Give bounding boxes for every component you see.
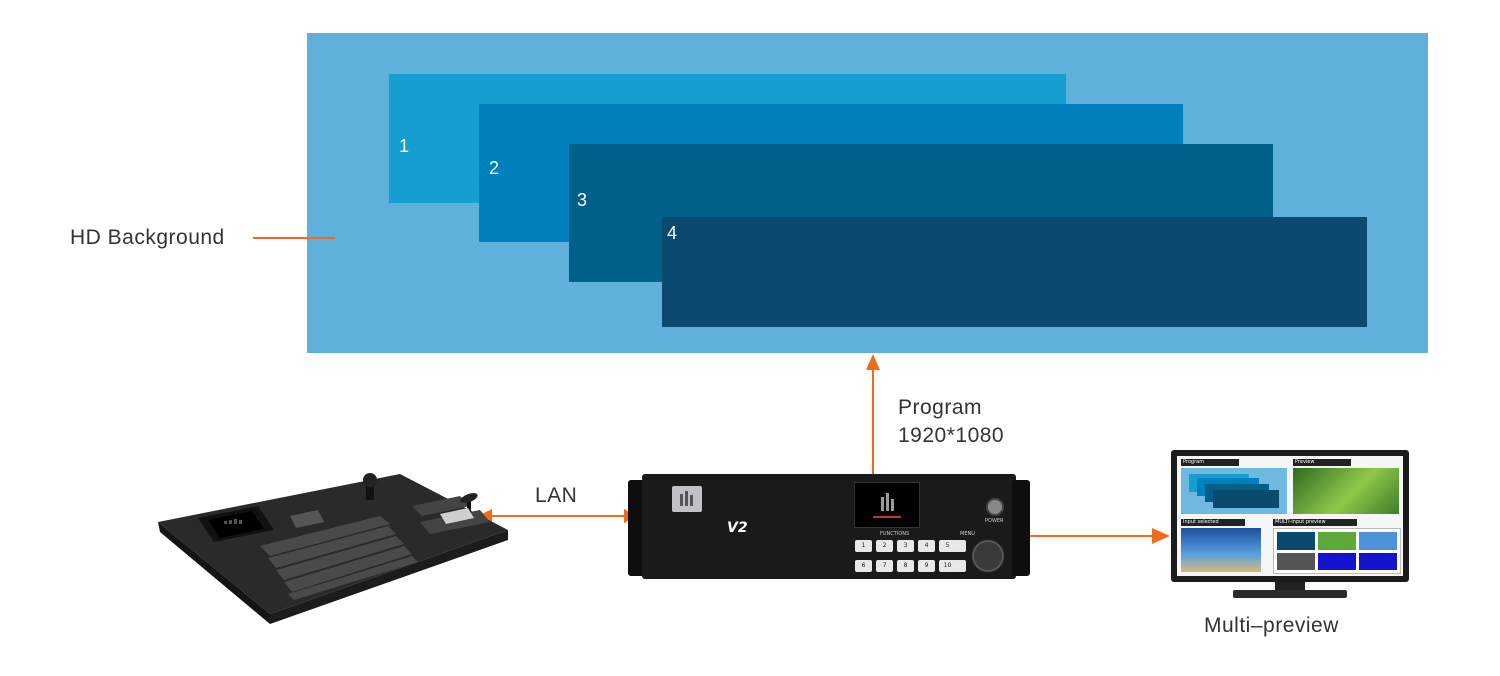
layer-1-number: 1 (399, 136, 410, 156)
video-processor-device: V2 FUNCTIONS MENU POWER 1 2 3 4 5 6 7 8 … (628, 474, 1030, 584)
functions-label: FUNCTIONS (880, 531, 910, 537)
control-keyboard (158, 473, 508, 624)
device-front-panel: V2 FUNCTIONS MENU POWER 1 2 3 4 5 6 7 8 … (642, 474, 1016, 579)
number-key-10[interactable]: 10 (939, 560, 956, 572)
lan-label: LAN (535, 484, 578, 507)
layer-4-number: 4 (667, 223, 678, 243)
device-model-label: V2 (727, 520, 748, 536)
device-right-handle (1012, 480, 1030, 576)
multi-preview-arrow (1030, 528, 1170, 544)
menu-label: MENU (960, 531, 975, 537)
power-label: POWER (985, 518, 1004, 524)
hd-background-leader-line (253, 237, 335, 239)
device-logo (672, 486, 702, 512)
program-arrow (866, 354, 880, 476)
monitor-base (1233, 590, 1347, 598)
monitor-stand (1275, 582, 1305, 590)
monitor-frame: Program Preview Input selected MULTI-inp… (1171, 450, 1409, 582)
program-window (1181, 468, 1287, 514)
program-window-tag: Program (1181, 459, 1239, 466)
layer-3-number: 3 (577, 190, 588, 210)
input-selected-window (1181, 528, 1261, 572)
number-key-2[interactable]: 2 (876, 540, 893, 552)
number-key-6[interactable]: 6 (855, 560, 872, 572)
back-button[interactable] (954, 560, 966, 572)
power-button[interactable] (986, 498, 1004, 516)
preview-window (1293, 468, 1399, 514)
preview-window-tag: Preview (1293, 459, 1351, 466)
program-resolution-label: 1920*1080 (898, 424, 1005, 447)
layer-2-number: 2 (489, 158, 500, 178)
number-key-3[interactable]: 3 (897, 540, 914, 552)
ok-button[interactable] (954, 540, 966, 552)
number-key-7[interactable]: 7 (876, 560, 893, 572)
device-left-handle (628, 480, 646, 576)
multi-preview-monitor: Program Preview Input selected MULTI-inp… (1171, 450, 1409, 600)
menu-knob[interactable] (972, 540, 1004, 572)
input-selected-tag: Input selected (1181, 519, 1245, 526)
hd-background-canvas: 1 2 3 4 (307, 33, 1428, 353)
program-label: Program (898, 396, 983, 419)
number-key-4[interactable]: 4 (918, 540, 935, 552)
number-key-5[interactable]: 5 (939, 540, 956, 552)
number-key-9[interactable]: 9 (918, 560, 935, 572)
multi-input-preview-tag: MULTI-input preview (1273, 519, 1357, 526)
number-key-8[interactable]: 8 (897, 560, 914, 572)
number-key-1[interactable]: 1 (855, 540, 872, 552)
hd-background-label: HD Background (70, 226, 225, 249)
layer-4: 4 (662, 217, 1367, 327)
monitor-screen: Program Preview Input selected MULTI-inp… (1177, 456, 1403, 576)
multi-preview-label: Multi–preview (1204, 614, 1339, 637)
multi-input-preview-window (1273, 528, 1401, 574)
device-display (854, 482, 920, 528)
